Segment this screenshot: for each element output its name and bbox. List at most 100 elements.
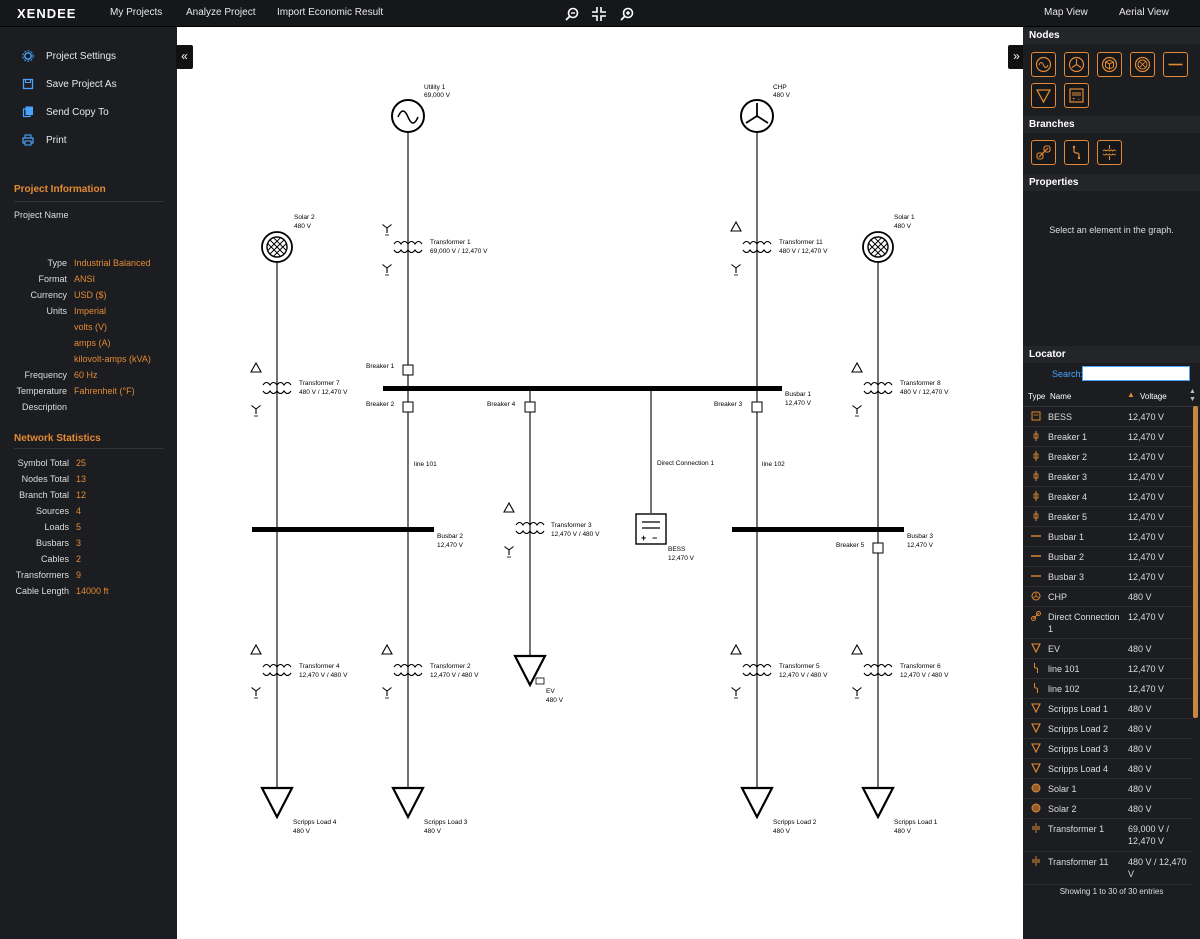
col-name[interactable]: Name: [1050, 392, 1072, 401]
solar-2-symbol[interactable]: [261, 231, 293, 263]
scripps-load-1-label: Scripps Load 1: [894, 819, 938, 826]
locator-row-name: Solar 1: [1048, 784, 1077, 794]
sort-asc-icon: ▲: [1127, 390, 1135, 399]
generator-node-button[interactable]: [1064, 52, 1089, 77]
send-copy-to-button[interactable]: Send Copy To: [22, 106, 109, 118]
busbar-1[interactable]: [383, 386, 782, 391]
locator-row-voltage: 480 V: [1128, 592, 1152, 602]
scripps-load-4-symbol[interactable]: [260, 786, 294, 819]
locator-row[interactable]: CHP 480 V: [1023, 587, 1193, 607]
copy-icon: [22, 106, 33, 118]
load-node-button[interactable]: [1031, 83, 1056, 108]
bess-node-button[interactable]: + −: [1064, 83, 1089, 108]
busbar-3[interactable]: [732, 527, 904, 532]
solar-1-symbol[interactable]: [862, 231, 894, 263]
utility-source[interactable]: [391, 99, 425, 133]
nav-map-view[interactable]: Map View: [1044, 7, 1088, 18]
locator-row-name: Solar 2: [1048, 804, 1077, 814]
nav-analyze-project[interactable]: Analyze Project: [186, 7, 256, 18]
nav-aerial-view[interactable]: Aerial View: [1119, 7, 1169, 18]
send-copy-to-label: Send Copy To: [46, 106, 109, 118]
wye-icon: [730, 686, 742, 699]
one-line-diagram[interactable]: Utility 1 69,000 V CHP 480 V Solar 2 480…: [177, 27, 1023, 939]
print-button[interactable]: Print: [22, 134, 67, 146]
col-voltage[interactable]: Voltage: [1140, 392, 1167, 401]
fit-screen-icon[interactable]: [591, 6, 607, 22]
storage-node-button[interactable]: [1097, 52, 1122, 77]
locator-scrollbar[interactable]: [1193, 406, 1198, 718]
chp-generator[interactable]: [740, 99, 774, 133]
utility-1-label: Utility 1: [424, 84, 446, 91]
zoom-out-icon[interactable]: [564, 6, 580, 22]
scripps-load-1-symbol[interactable]: [861, 786, 895, 819]
breaker-5[interactable]: [872, 542, 884, 554]
breaker-4[interactable]: [524, 401, 536, 413]
nav-my-projects[interactable]: My Projects: [110, 7, 163, 18]
utility-node-button[interactable]: [1031, 52, 1056, 77]
nav-import-economic-result[interactable]: Import Economic Result: [277, 7, 384, 18]
save-project-as-button[interactable]: Save Project As: [22, 78, 117, 90]
brand-logo[interactable]: XENDEE: [17, 6, 77, 21]
transformer-icon: [1102, 145, 1117, 160]
breaker-2[interactable]: [402, 401, 414, 413]
locator-row-name: CHP: [1048, 592, 1068, 602]
solar-1-label: Solar 1: [894, 214, 915, 221]
scripps-load-2-symbol[interactable]: [740, 786, 774, 819]
locator-search-input[interactable]: [1082, 366, 1190, 381]
network-statistics-title: Network Statistics: [14, 433, 101, 444]
line-101-label: line 101: [414, 461, 437, 468]
stat-key: Sources: [35, 506, 69, 516]
bess-symbol[interactable]: + −: [635, 513, 667, 545]
stat-value: 3: [76, 538, 82, 548]
wye-icon: [381, 686, 393, 699]
project-information-title: Project Information: [14, 184, 106, 195]
locator-row-voltage: 12,470 V: [1128, 452, 1165, 462]
solar-node-button[interactable]: [1130, 52, 1155, 77]
svg-text:−: −: [652, 533, 657, 543]
stat-key: Cable Length: [15, 586, 69, 596]
breaker-3[interactable]: [751, 401, 763, 413]
busbar-node-button[interactable]: [1163, 52, 1188, 77]
busbar-2[interactable]: [252, 527, 434, 532]
locator-row-voltage: 480 V: [1128, 744, 1152, 754]
load-icon: [1031, 763, 1041, 773]
wye-icon: [250, 686, 262, 699]
transformer-4-label: Transformer 4: [299, 663, 340, 670]
collapse-left-button[interactable]: «: [176, 45, 193, 69]
diagram-canvas[interactable]: Utility 1 69,000 V CHP 480 V Solar 2 480…: [177, 27, 1023, 939]
breaker-1[interactable]: [402, 364, 414, 376]
zoom-in-icon[interactable]: [619, 6, 635, 22]
project-settings-button[interactable]: Project Settings: [22, 50, 116, 62]
busbar-icon: [1031, 535, 1041, 537]
direct-connection-branch-button[interactable]: [1031, 140, 1056, 165]
col-type[interactable]: Type: [1028, 392, 1046, 401]
collapse-right-button[interactable]: »: [1008, 45, 1025, 69]
properties-message: Select an element in the graph.: [1049, 225, 1174, 235]
transformer-branch-button[interactable]: [1097, 140, 1122, 165]
busbar-2-voltage: 12,470 V: [437, 542, 464, 549]
scripps-load-3-symbol[interactable]: [391, 786, 425, 819]
wires: [276, 131, 879, 790]
cable-branch-button[interactable]: [1064, 140, 1089, 165]
